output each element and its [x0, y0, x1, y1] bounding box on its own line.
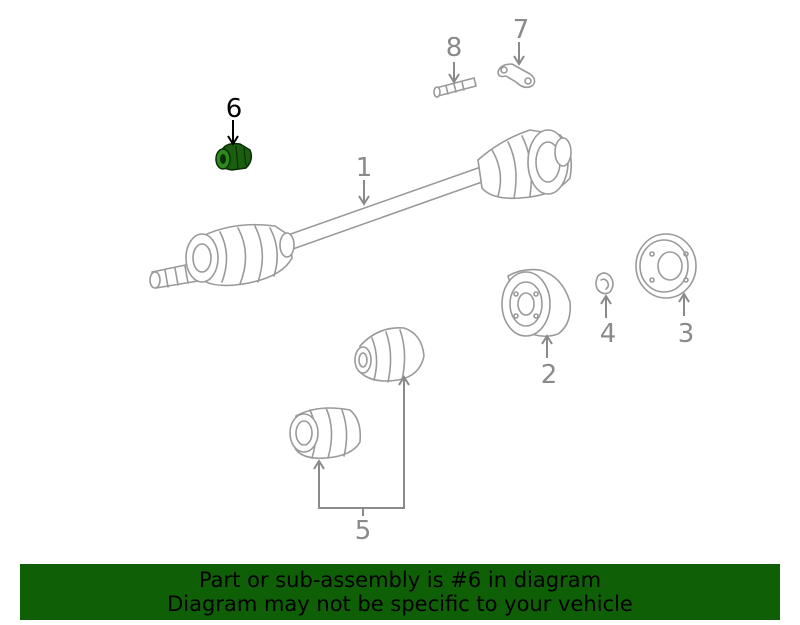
- leader-7-arrow: [513, 55, 525, 66]
- leader-6-arrow: [227, 135, 239, 146]
- flange-cover[interactable]: [635, 233, 697, 299]
- callout-6: 6: [226, 94, 243, 124]
- banner-line-1: Part or sub-assembly is #6 in diagram: [198, 568, 602, 592]
- leader-5-arrow-upper: [398, 375, 410, 386]
- callout-5: 5: [355, 516, 372, 546]
- leader-8-arrow: [448, 73, 460, 84]
- callout-7: 7: [513, 15, 530, 45]
- info-banner: Part or sub-assembly is #6 in diagram Di…: [20, 564, 780, 620]
- leader-4-arrow: [600, 294, 612, 305]
- leader-2-arrow: [541, 334, 553, 345]
- boot-kit-lower[interactable]: [289, 407, 362, 460]
- cv-joint[interactable]: [501, 268, 572, 338]
- circlip[interactable]: [595, 272, 614, 295]
- boot-kit-upper[interactable]: [354, 327, 425, 383]
- callout-2: 2: [541, 360, 558, 390]
- leader-3-arrow: [678, 292, 690, 303]
- retaining-plate[interactable]: [497, 63, 536, 89]
- callout-8: 8: [446, 33, 463, 63]
- leader-5-arrow-lower: [313, 459, 325, 470]
- callout-3: 3: [678, 319, 695, 349]
- callout-4: 4: [600, 319, 617, 349]
- bolt[interactable]: [433, 77, 477, 98]
- axle-nut-highlighted[interactable]: [215, 142, 253, 171]
- axle-shaft-assembly[interactable]: [149, 129, 573, 289]
- leader-1-arrow: [358, 195, 370, 206]
- callout-1: 1: [356, 153, 373, 183]
- leader-5: [318, 379, 405, 509]
- banner-line-2: Diagram may not be specific to your vehi…: [167, 592, 633, 616]
